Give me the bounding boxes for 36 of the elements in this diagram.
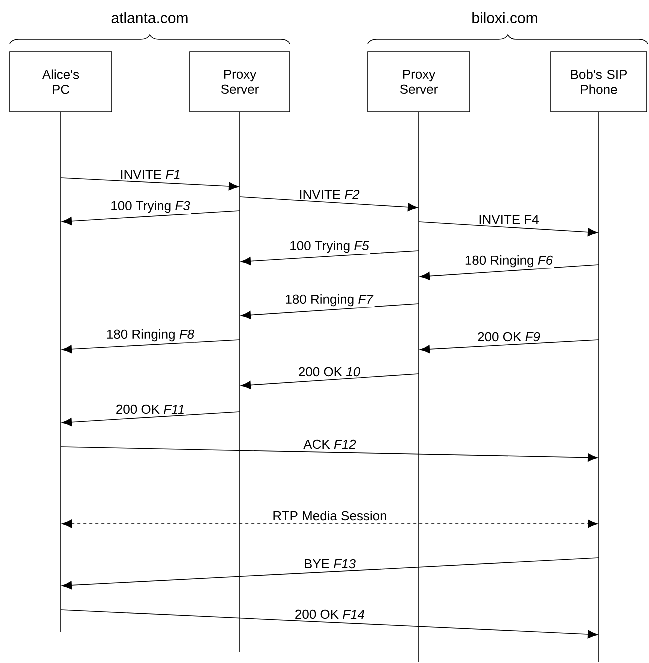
message-label: 100 Trying F5 [288,240,370,254]
message-label: 100 Trying F3 [110,200,192,214]
entity-box: Proxy Server [190,52,290,112]
message-label: INVITE F4 [478,214,540,226]
message-arrow [62,558,600,590]
message-arrow [60,446,598,462]
message-arrow [60,178,239,191]
domain-label: atlanta.com [112,12,188,24]
entity-box: Proxy Server [368,52,470,112]
message-label: 200 OK F14 [294,608,366,620]
message-label: 180 Ringing F7 [284,293,375,308]
message-arrow [241,250,420,266]
message-arrow [241,374,420,390]
message-label: RTP Media Session [272,510,388,522]
message-label: 180 Ringing F6 [464,254,554,269]
domain-label: biloxi.com [472,12,538,24]
message-label: INVITE F2 [298,189,361,200]
message-arrow [60,610,598,639]
entity-box: Alice's PC [10,52,112,112]
message-label: BYE F13 [303,558,358,570]
message-arrow [62,412,240,427]
message-label: INVITE F1 [119,169,182,180]
message-arrow [420,264,600,280]
message-label: 200 OK 10 [297,366,362,378]
message-label: 200 OK F11 [114,404,186,416]
message-label: 180 Ringing F8 [105,328,196,343]
message-arrow [241,304,420,320]
message-arrow [62,340,240,354]
message-arrow [62,520,598,528]
message-label: 200 OK F9 [476,331,542,343]
entity-box: Bob's SIP Phone [550,52,648,112]
message-label: ACK F12 [302,438,358,450]
message-arrow [62,210,240,226]
message-arrow [418,222,598,237]
message-arrow [240,196,418,212]
message-arrow [420,340,600,354]
